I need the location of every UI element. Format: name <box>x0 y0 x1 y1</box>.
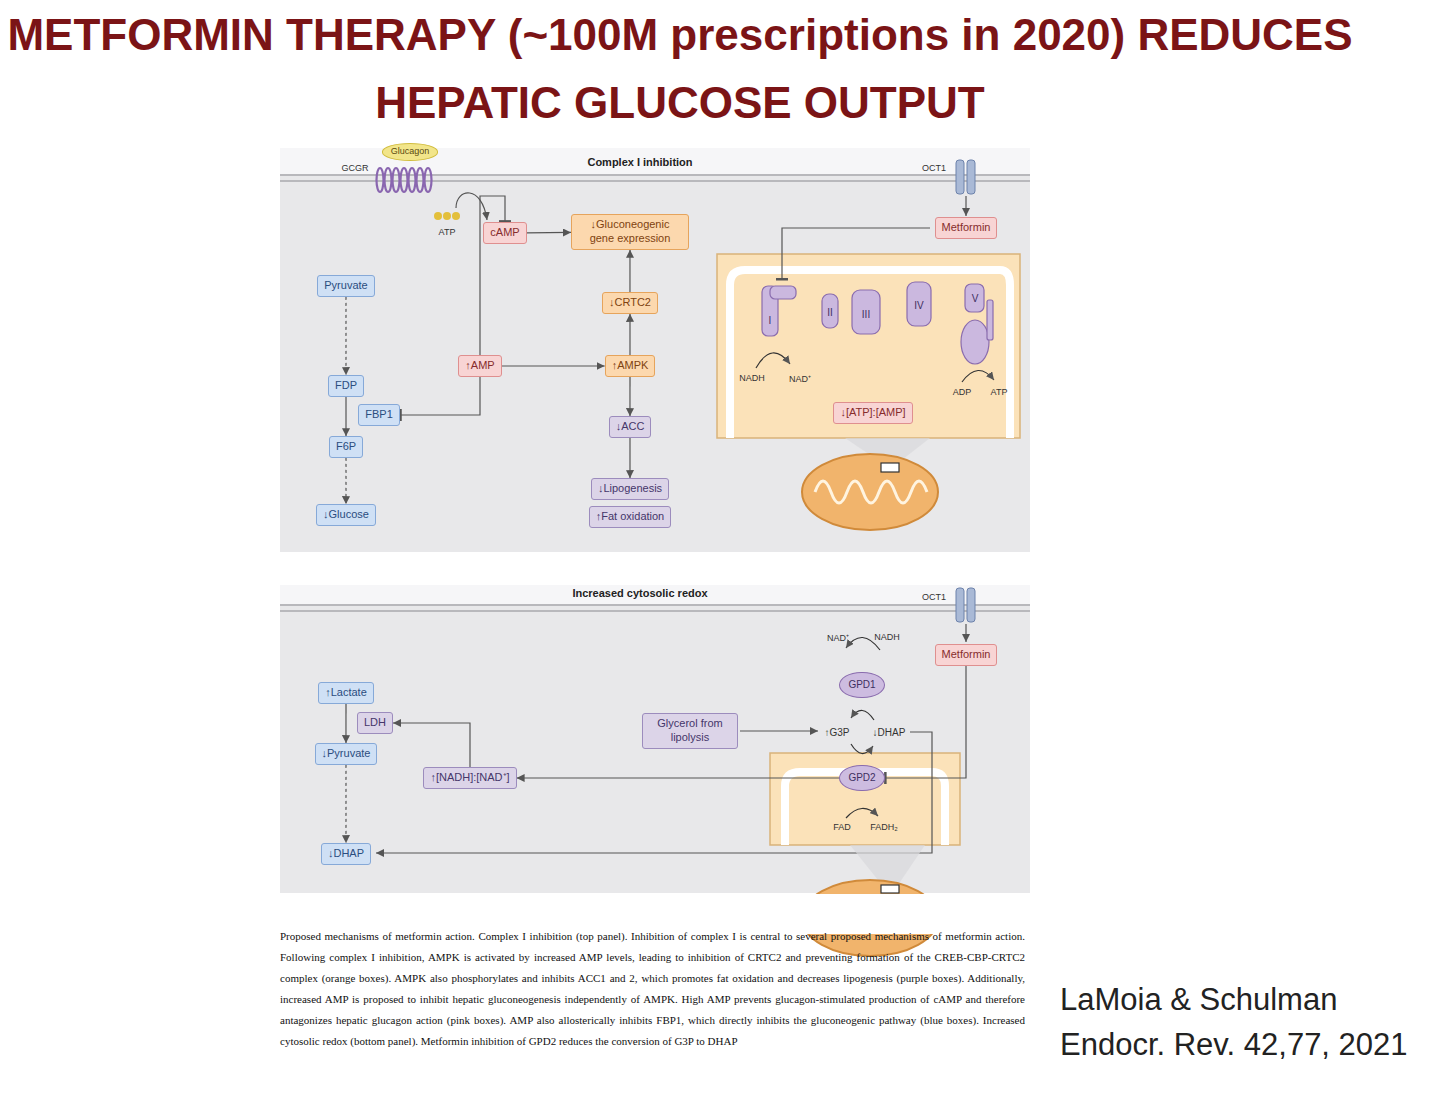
process-box: FDP <box>328 375 364 397</box>
part-label: IV <box>914 300 923 311</box>
node-text: ↑AMP <box>465 359 494 373</box>
process-box: ↓Lipogenesis <box>591 478 669 500</box>
node-text: ↓CRTC2 <box>609 296 651 310</box>
part-label: GCGR <box>342 163 369 173</box>
process-box: ↑[NADH]:[NAD⁺] <box>423 767 516 789</box>
connector <box>885 666 966 778</box>
part-label: NAD⁺ <box>789 372 811 385</box>
process-box: ↑AMPK <box>605 355 656 377</box>
node-text: Pyruvate <box>324 279 367 293</box>
node-text: Metformin <box>942 648 991 662</box>
process-box: Metformin <box>935 644 998 666</box>
connector <box>393 723 470 767</box>
citation: Endocr. Rev. 42,77, 2021 <box>1060 1027 1408 1063</box>
node-text: ↓Glucose <box>323 508 369 522</box>
connector <box>517 777 840 778</box>
process-box: Pyruvate <box>317 275 374 297</box>
process-box: LDH <box>357 712 393 734</box>
process-box: ↓Glucose <box>316 504 376 526</box>
process-box: cAMP <box>483 222 526 244</box>
connector <box>629 250 630 292</box>
ligand-ellipse: Glucagon <box>382 143 439 160</box>
node-text: Glucagon <box>391 146 430 157</box>
part-label: FADH₂ <box>870 822 898 832</box>
node-text: GPD1 <box>848 679 875 692</box>
node-text: ↑[NADH]:[NAD⁺] <box>430 771 509 785</box>
part-label: ATP <box>991 387 1008 397</box>
connector <box>400 377 480 415</box>
process-box: ↓Gluconeogenic gene expression <box>571 214 689 250</box>
panel <box>280 148 1030 552</box>
part-label: ↑G3P <box>824 727 849 738</box>
receptor <box>377 168 432 192</box>
part-label: FAD <box>833 822 851 832</box>
slide-title: METFORMIN THERAPY (~100M prescriptions i… <box>0 1 1360 137</box>
node-text: LDH <box>364 716 386 730</box>
part-label: NADH <box>874 632 900 642</box>
process-box: ↑AMP <box>458 355 501 377</box>
figure-caption: Proposed mechanisms of metformin action.… <box>280 926 1025 1052</box>
citation: LaMoia & Schulman <box>1060 982 1337 1018</box>
connector <box>345 297 346 375</box>
node-text: ↑Fat oxidation <box>596 510 664 524</box>
part-label: II <box>827 307 833 318</box>
node-text: ↓Pyruvate <box>322 747 371 761</box>
process-box: ↓CRTC2 <box>602 292 658 314</box>
connector <box>502 365 605 366</box>
node-text: ↓Lipogenesis <box>598 482 662 496</box>
connector <box>480 196 505 355</box>
node-text: ↑Lactate <box>325 686 367 700</box>
mitochondrion <box>802 454 938 530</box>
part-label: III <box>862 309 870 320</box>
enzyme-circle: GPD1 <box>839 672 884 699</box>
part-label: I <box>769 315 772 326</box>
part-label: NADH <box>739 373 765 383</box>
transporter <box>956 160 975 194</box>
connector <box>629 377 630 416</box>
part-label: ATP <box>439 227 456 237</box>
part-label: V <box>972 293 979 304</box>
process-box: Glycerol from lipolysis <box>642 713 738 749</box>
node-text: FDP <box>335 379 357 393</box>
connector <box>345 765 346 843</box>
enzyme-circle: GPD2 <box>839 765 884 792</box>
part-label: OCT1 <box>922 592 946 602</box>
process-box: Metformin <box>935 217 998 239</box>
connector <box>345 458 346 504</box>
node-text: GPD2 <box>848 772 875 785</box>
part-label: ↓DHAP <box>873 727 906 738</box>
node-text: ↑AMPK <box>612 359 649 373</box>
node-text: ↓Gluconeogenic gene expression <box>578 218 682 246</box>
node-text: ↓[ATP]:[AMP] <box>840 406 905 420</box>
process-box: ↑Fat oxidation <box>589 506 671 528</box>
node-text: ↓DHAP <box>328 847 364 861</box>
node-text: Glycerol from lipolysis <box>649 717 731 745</box>
process-box: ↓Pyruvate <box>315 743 378 765</box>
part-label: Increased cytosolic redox <box>572 587 707 599</box>
connector <box>345 397 346 436</box>
process-box: FBP1 <box>358 404 400 426</box>
part-label: Complex I inhibition <box>587 156 692 168</box>
connector <box>527 232 571 234</box>
node-text: FBP1 <box>365 408 393 422</box>
connector <box>345 704 346 743</box>
process-box: ↓DHAP <box>321 843 371 865</box>
node-text: F6P <box>336 440 356 454</box>
part-label: OCT1 <box>922 163 946 173</box>
process-box: ↑Lactate <box>318 682 374 704</box>
node-text: ↓ACC <box>616 420 645 434</box>
process-box: ↓[ATP]:[AMP] <box>833 402 912 424</box>
process-box: ↓ACC <box>609 416 652 438</box>
connector <box>629 438 630 478</box>
connector <box>629 314 630 355</box>
node-text: cAMP <box>490 226 519 240</box>
part-label: NAD⁺ <box>827 631 849 644</box>
respiratory-complexes <box>762 282 993 364</box>
part-label: ADP <box>953 387 972 397</box>
process-box: F6P <box>329 436 363 458</box>
node-text: Metformin <box>942 221 991 235</box>
